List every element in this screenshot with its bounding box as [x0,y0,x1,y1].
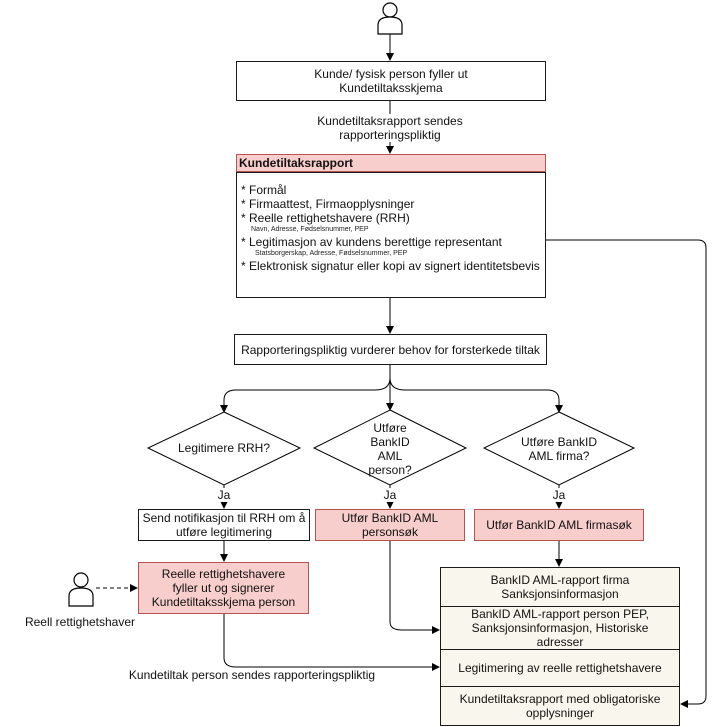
edge-report-to-final [546,239,707,708]
edge-form-to-result [223,614,440,671]
firm-search-box: Utfør BankID AML firmasøk [474,509,644,541]
report-item-signature: * Elektronisk signatur eller kopi av sig… [241,259,540,273]
result-firm-report: BankID AML-rapport firma Sanksjonsinform… [440,567,680,607]
yes-label-rrh: Ja [214,488,234,502]
report-item-rrh: * Reelle rettighetshavere (RRH) [241,211,410,225]
report-box: * Formål * Firmaattest, Firmaopplysninge… [236,172,546,298]
notify-rrh-box: Send notifikasjon til RRH om å utføre le… [138,509,310,541]
person-search-box: Utfør BankID AML personsøk [315,509,465,541]
decision-rrh-label: Legitimere RRH? [177,441,271,455]
start-box: Kunde/ fysisk person fyller ut Kundetilt… [236,61,546,101]
edge-personsearch-to-result [389,541,440,634]
edge-assess-split [220,365,391,413]
rrh-user-icon [68,572,94,607]
assess-box: Rapporteringspliktig vurderer behov for … [234,334,547,365]
result-person-report: BankID AML-rapport person PEP, Sanksjons… [440,606,680,650]
yes-label-person: Ja [380,488,400,502]
report-sub-representative: Statsborgerskap, Adresse, Fødselsnummer,… [255,250,408,257]
decision-rrh-diamond [146,411,302,486]
edge-person-label: Kundetiltak person sendes rapporteringsp… [126,668,378,682]
decision-person-label: Utføre BankID AML person? [368,421,411,477]
report-item-purpose: * Formål [241,183,287,197]
report-sub-rrh: Navn, Adresse, Fødselsnummer, PEP [251,226,369,233]
decision-person-diamond [312,409,468,486]
yes-label-firm: Ja [549,488,569,502]
report-header: Kundetiltaksrapport [236,154,546,172]
edge-assess-to-firm [389,377,563,413]
actor-label: Reell rettighetshaver [18,615,142,629]
start-user-icon [377,2,403,35]
decision-firm-diamond [482,411,636,486]
report-item-representative: * Legitimasjon av kundens berettige repr… [241,235,502,249]
result-final-report: Kundetiltaksrapport med obligatoriske op… [440,686,680,726]
decision-firm-label: Utføre BankID AML firma? [520,435,598,463]
result-rrh-legitimation: Legitimering av reelle rettighetshavere [440,649,680,687]
report-item-company-cert: * Firmaattest, Firmaopplysninger [241,197,415,211]
edge-report-label: Kundetiltaksrapport sendes rapporterings… [305,114,475,142]
rrh-form-box: Reelle rettighetshavere fyller ut og sig… [138,562,309,614]
